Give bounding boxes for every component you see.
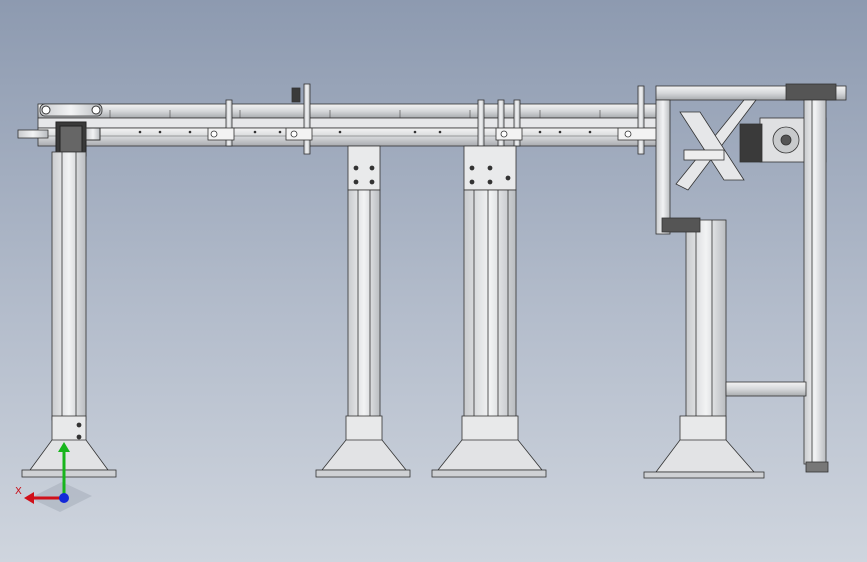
left-end-unit (17, 103, 103, 157)
right-frame (643, 83, 847, 479)
x-axis-label: X (15, 486, 22, 497)
z-axis-dot (59, 493, 69, 503)
leg-left (21, 151, 117, 478)
leg-middle (315, 145, 411, 478)
leg-double (431, 145, 547, 478)
guide-brackets (207, 83, 659, 155)
